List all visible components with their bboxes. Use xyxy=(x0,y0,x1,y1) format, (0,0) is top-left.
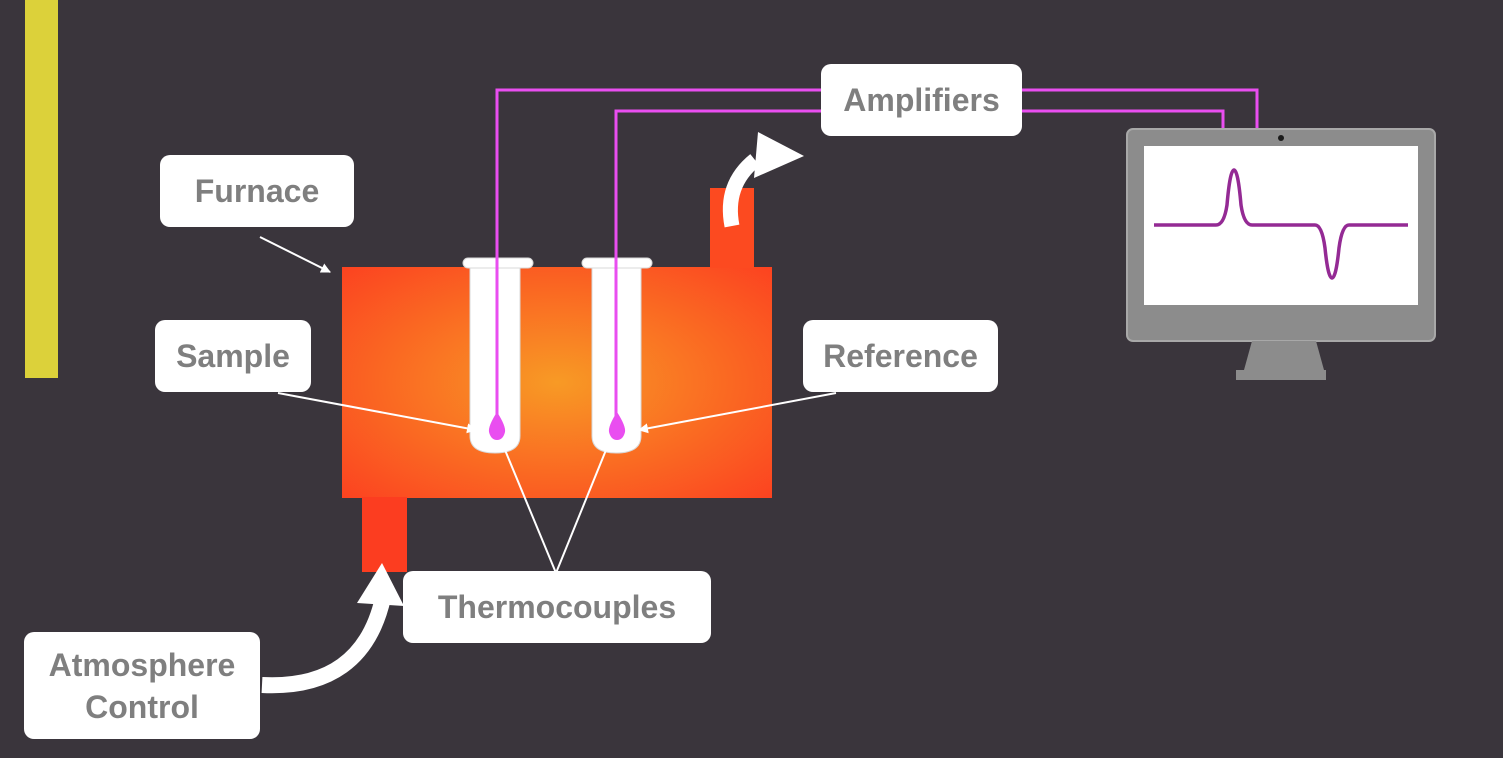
reference-label: Reference xyxy=(803,320,998,392)
gas-outlet-arrow-icon xyxy=(722,132,804,228)
accent-bar xyxy=(25,0,58,378)
gas-inlet-arrow-icon xyxy=(261,563,404,694)
furnace-body xyxy=(342,267,772,498)
atmosphere-control-line-2: Control xyxy=(85,688,199,725)
furnace-inlet xyxy=(362,497,407,572)
furnace-label: Furnace xyxy=(160,155,354,227)
thermocouples-label: Thermocouples xyxy=(403,571,711,643)
sample-label: Sample xyxy=(155,320,311,392)
atmosphere-control-label: Atmosphere Control xyxy=(24,632,260,739)
signal-trace xyxy=(1154,168,1408,280)
computer-monitor-icon xyxy=(1126,128,1436,380)
atmosphere-control-line-1: Atmosphere xyxy=(48,646,236,683)
amplifiers-label: Amplifiers xyxy=(821,64,1022,136)
furnace xyxy=(342,188,772,572)
